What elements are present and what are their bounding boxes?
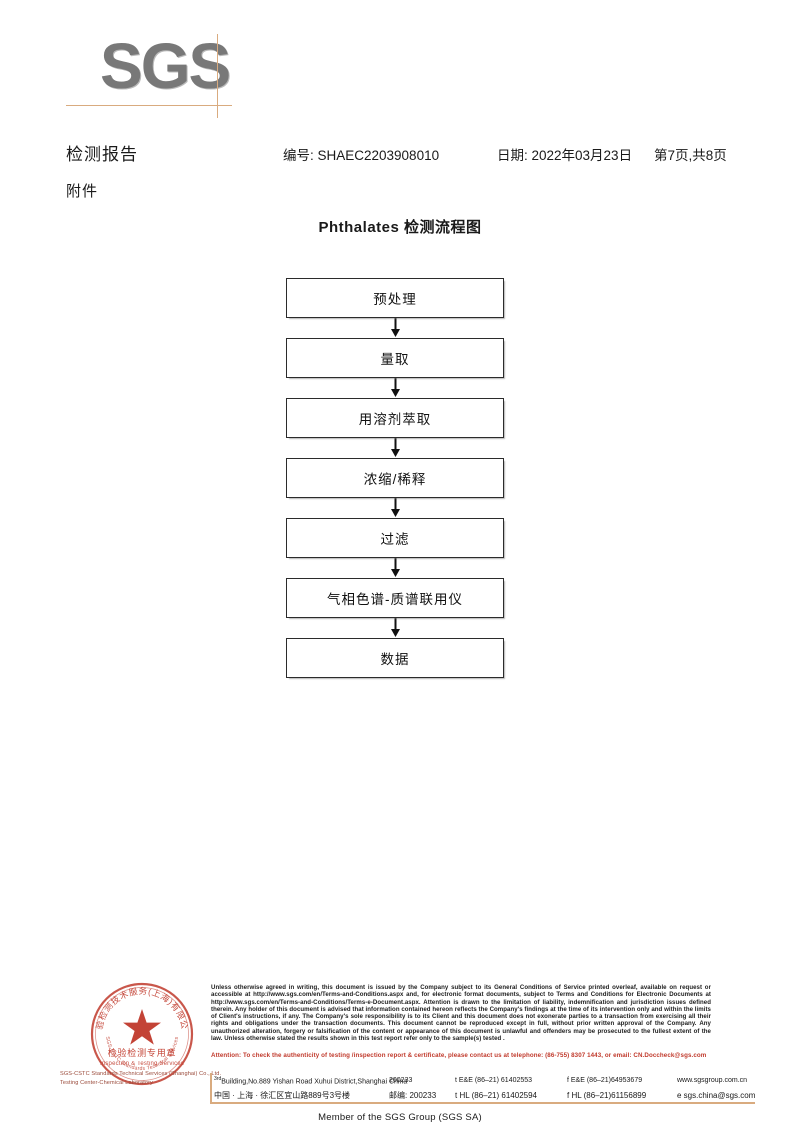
telephone-hl: t HL (86–21) 61402594: [455, 1091, 537, 1100]
flow-step-5: 过滤: [286, 518, 504, 558]
document-header: 检测报告 附件 编号: SHAEC2203908010 日期: 2022年03月…: [0, 140, 800, 200]
footer-vertical-rule: [210, 1073, 212, 1103]
address-street-cn: 中国 · 上海 · 徐汇区宜山路889号3号楼: [214, 1091, 351, 1100]
flowchart: 预处理 量取 用溶剂萃取 浓缩/稀释 过滤: [286, 278, 504, 678]
address-row-english: 3rdBuilding,No.889 Yishan Road Xuhui Dis…: [214, 1073, 759, 1088]
flow-step-3: 用溶剂萃取: [286, 398, 504, 438]
attachment-label: 附件: [66, 183, 99, 200]
email-address[interactable]: e sgs.china@sgs.com: [677, 1091, 756, 1100]
address-street-text: Building,No.889 Yishan Road Xuhui Distri…: [221, 1078, 408, 1086]
seal-company-name: SGS-CSTC Standards Technical Services (S…: [60, 1070, 235, 1088]
report-number: 编号: SHAEC2203908010: [283, 148, 440, 163]
svg-text:检验检测专用章: 检验检测专用章: [108, 1047, 177, 1058]
legal-terms-text: Unless otherwise agreed in writing, this…: [211, 984, 711, 1043]
fax-ee: f E&E (86–21)64953679: [567, 1077, 643, 1084]
page-number: 第7页,共8页: [654, 148, 727, 163]
telephone-ee: t E&E (86–21) 61402553: [455, 1077, 533, 1084]
attention-notice-text: Attention: To check the authenticity of …: [211, 1052, 707, 1059]
flow-arrow-down-icon: [286, 318, 504, 338]
flow-box: 用溶剂萃取: [286, 398, 504, 438]
sgs-logo: SGS: [100, 30, 231, 102]
flow-step-2: 量取: [286, 338, 504, 378]
address-zip-cn: 邮编: 200233: [389, 1091, 437, 1100]
flow-box: 浓缩/稀释: [286, 458, 504, 498]
seal-company-line-2: Testing Center-Chemical Laboratory: [60, 1080, 153, 1086]
logo-horizontal-rule: [66, 105, 232, 106]
flow-arrow-down-icon: [286, 618, 504, 638]
report-date: 日期: 2022年03月23日: [497, 148, 633, 163]
footer-horizontal-rule: [210, 1102, 755, 1104]
flowchart-title: Phthalates 检测流程图: [318, 219, 482, 236]
flow-step-4: 浓缩/稀释: [286, 458, 504, 498]
flow-arrow-down-icon: [286, 498, 504, 518]
address-zip-en: 200233: [389, 1077, 413, 1084]
flow-arrow-down-icon: [286, 558, 504, 578]
ordinal-suffix: rd: [216, 1075, 222, 1082]
flow-box: 量取: [286, 338, 504, 378]
sgs-group-member-note: Member of the SGS Group (SGS SA): [318, 1112, 482, 1123]
fax-hl: f HL (86–21)61156899: [567, 1091, 647, 1100]
address-street-en: 3rdBuilding,No.889 Yishan Road Xuhui Dis…: [214, 1075, 407, 1085]
document-footer: 检验检测技术服务(上海)有限公司 SGS-CSTC Standards Tech…: [0, 960, 800, 1131]
official-seal-stamp-icon: 检验检测技术服务(上海)有限公司 SGS-CSTC Standards Tech…: [88, 980, 196, 1088]
page-title: 检测报告: [66, 145, 138, 164]
svg-text:Inspection & Testing Services: Inspection & Testing Services: [100, 1061, 184, 1067]
flow-box: 过滤: [286, 518, 504, 558]
document-header-logo-area: SGS: [0, 0, 800, 130]
flow-step-1: 预处理: [286, 278, 504, 318]
address-row-chinese: 中国 · 上海 · 徐汇区宜山路889号3号楼 邮编: 200233 t HL …: [214, 1088, 759, 1103]
flow-box: 数据: [286, 638, 504, 678]
flow-arrow-down-icon: [286, 438, 504, 458]
ordinal-superscript: 3: [214, 1075, 217, 1082]
flow-arrow-down-icon: [286, 378, 504, 398]
flow-step-7: 数据: [286, 638, 504, 678]
flow-box: 预处理: [286, 278, 504, 318]
website-url[interactable]: www.sgsgroup.com.cn: [677, 1077, 748, 1084]
flow-step-6: 气相色谱-质谱联用仪: [286, 578, 504, 618]
seal-company-line-1: SGS-CSTC Standards Technical Services (S…: [60, 1071, 222, 1077]
logo-vertical-rule: [217, 34, 218, 118]
flow-box: 气相色谱-质谱联用仪: [286, 578, 504, 618]
